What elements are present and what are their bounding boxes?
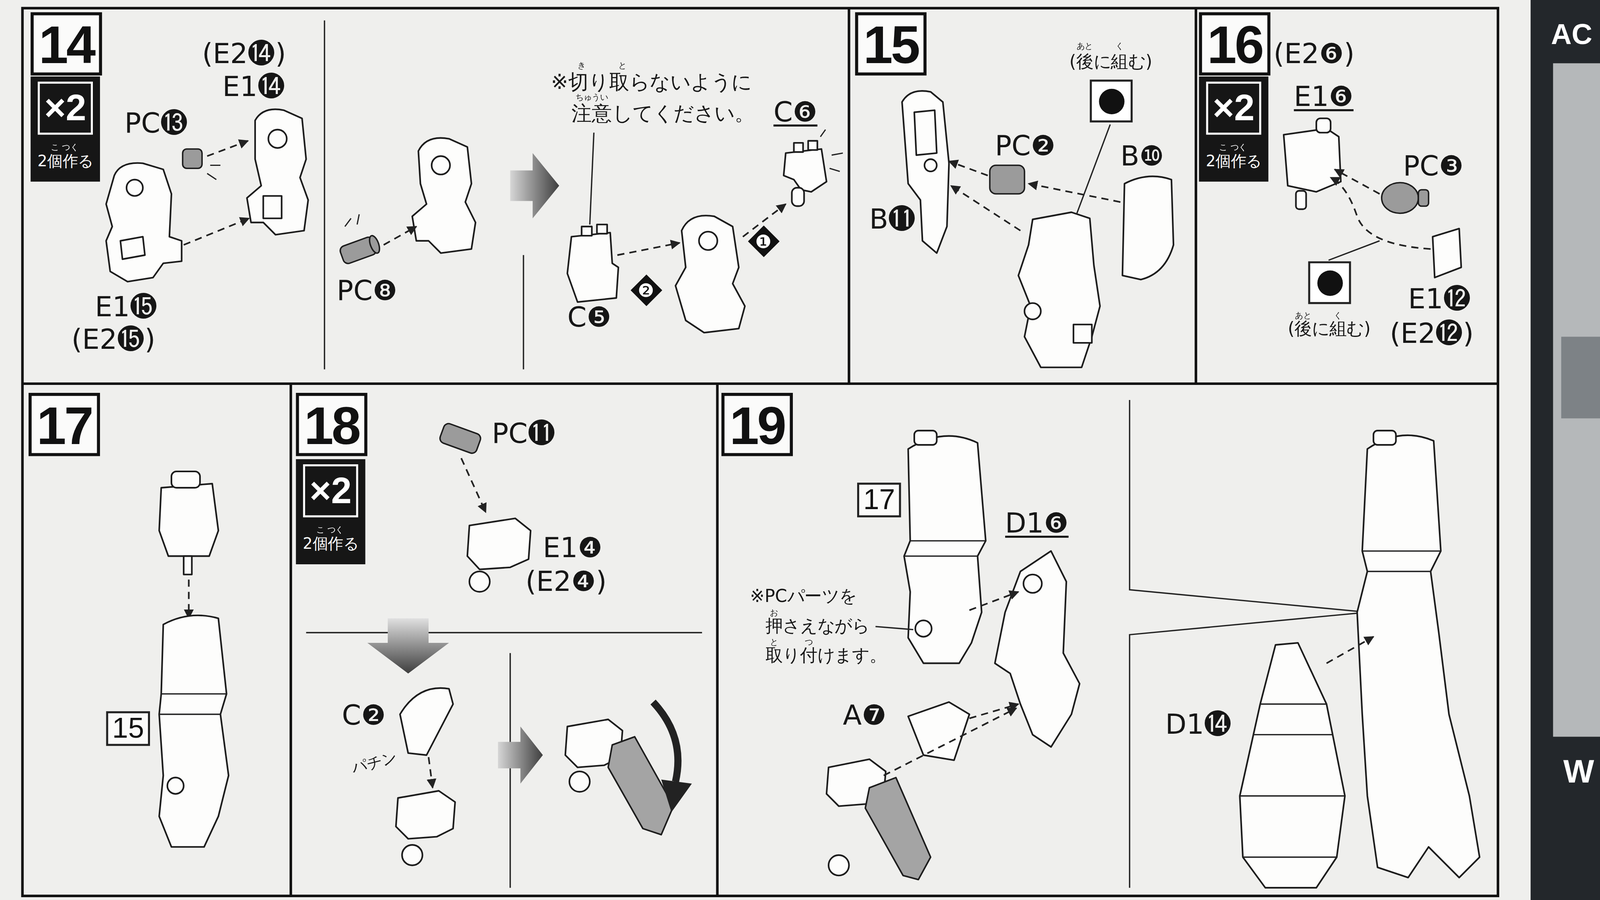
part-label: C❺ xyxy=(567,301,612,333)
part-label: (E2⓯) xyxy=(71,324,156,355)
part-label: PC⓫ xyxy=(491,418,556,449)
reference-box: 17 xyxy=(857,482,902,518)
assemble-later-marker: (後に組む) xyxy=(1069,51,1153,123)
quantity-text: ×2 xyxy=(303,464,359,518)
sound-effect: パチン xyxy=(350,749,399,777)
assemble-later-text: (後に組む) xyxy=(1287,318,1371,339)
quantity-note: 2個作る xyxy=(296,534,366,553)
quantity-text: ×2 xyxy=(1205,81,1262,135)
furigana: つく xyxy=(61,142,79,152)
furigana: あと xyxy=(1294,311,1312,321)
marker-square xyxy=(1089,79,1133,123)
step-number: 17 xyxy=(36,396,92,456)
furigana: と xyxy=(618,61,627,71)
furigana: く xyxy=(1333,311,1343,321)
assemble-later-marker: (後に組む) xyxy=(1287,261,1371,339)
page-edge-text: W xyxy=(1563,753,1595,791)
order-marker: ❶ xyxy=(747,225,780,257)
step-number: 18 xyxy=(303,396,359,456)
part-label: PC❷ xyxy=(994,130,1056,161)
part-label: E1⓬ xyxy=(1408,283,1472,314)
order-number: ❶ xyxy=(747,225,780,257)
part-label: PC⓭ xyxy=(124,108,189,139)
quantity-text: ×2 xyxy=(37,81,93,135)
marker-dot xyxy=(1317,270,1343,296)
step-number: 14 xyxy=(38,15,94,75)
quantity-badge: ×2 2個作る xyxy=(296,459,366,565)
part-label: (E2⓬) xyxy=(1389,318,1474,349)
part-label: E1⓮ xyxy=(222,71,286,102)
part-label: B⓫ xyxy=(869,203,916,235)
part-label: E1❹ xyxy=(542,532,603,563)
part-label: PC❽ xyxy=(336,275,398,306)
assemble-later-text: (後に組む) xyxy=(1069,51,1153,72)
step-number-box: 14 xyxy=(30,12,102,76)
part-label: A❼ xyxy=(842,700,887,731)
marker-square xyxy=(1307,261,1351,304)
step-number-box: 18 xyxy=(296,392,368,456)
note-text: ※PCパーツを 押さえながら 取り付けます。 xyxy=(750,581,890,671)
part-label: D1⓮ xyxy=(1165,709,1232,740)
quantity-badge: ×2 2個作る xyxy=(30,76,100,182)
furigana: こ xyxy=(50,142,60,152)
page-edge-text: AC xyxy=(1551,18,1593,51)
part-label: C❻ xyxy=(773,96,818,127)
quantity-note: 2個作る xyxy=(1198,151,1269,171)
order-number: ❷ xyxy=(630,273,662,306)
marker-dot xyxy=(1098,88,1124,115)
step-number-box: 16 xyxy=(1198,12,1271,76)
furigana: き xyxy=(577,61,586,71)
step-number-box: 15 xyxy=(855,12,927,76)
furigana: つく xyxy=(1230,142,1247,152)
quantity-badge: ×2 2個作る xyxy=(1198,76,1269,182)
step-number: 19 xyxy=(729,396,785,456)
part-label: C❷ xyxy=(341,700,386,731)
quantity-note: 2個作る xyxy=(30,151,100,171)
step-number-box: 19 xyxy=(721,392,793,456)
reference-box: 15 xyxy=(105,711,150,746)
part-label: (E2❹) xyxy=(525,566,607,597)
diamond-fill xyxy=(630,273,662,306)
reference-number: 15 xyxy=(112,712,145,745)
furigana: こ xyxy=(316,525,325,535)
order-marker: ❷ xyxy=(630,273,662,306)
furigana: ちゅうい xyxy=(575,92,608,102)
diamond-fill xyxy=(747,225,780,257)
furigana: あと xyxy=(1076,41,1093,51)
part-label: PC❸ xyxy=(1403,151,1464,182)
step-number: 16 xyxy=(1207,15,1262,75)
part-label: B❿ xyxy=(1120,140,1164,172)
part-label: E1❻ xyxy=(1294,81,1354,112)
furigana: こ xyxy=(1219,142,1228,152)
reference-number: 17 xyxy=(863,483,895,516)
step-number-box: 17 xyxy=(28,392,100,456)
step-number: 15 xyxy=(863,15,918,75)
part-label: D1❻ xyxy=(1005,508,1069,539)
part-label: E1⓯ xyxy=(94,291,158,322)
part-label: (E2❻) xyxy=(1273,38,1355,70)
furigana: く xyxy=(1115,41,1124,51)
furigana: つく xyxy=(327,525,344,535)
part-label: (E2⓮) xyxy=(201,38,287,70)
